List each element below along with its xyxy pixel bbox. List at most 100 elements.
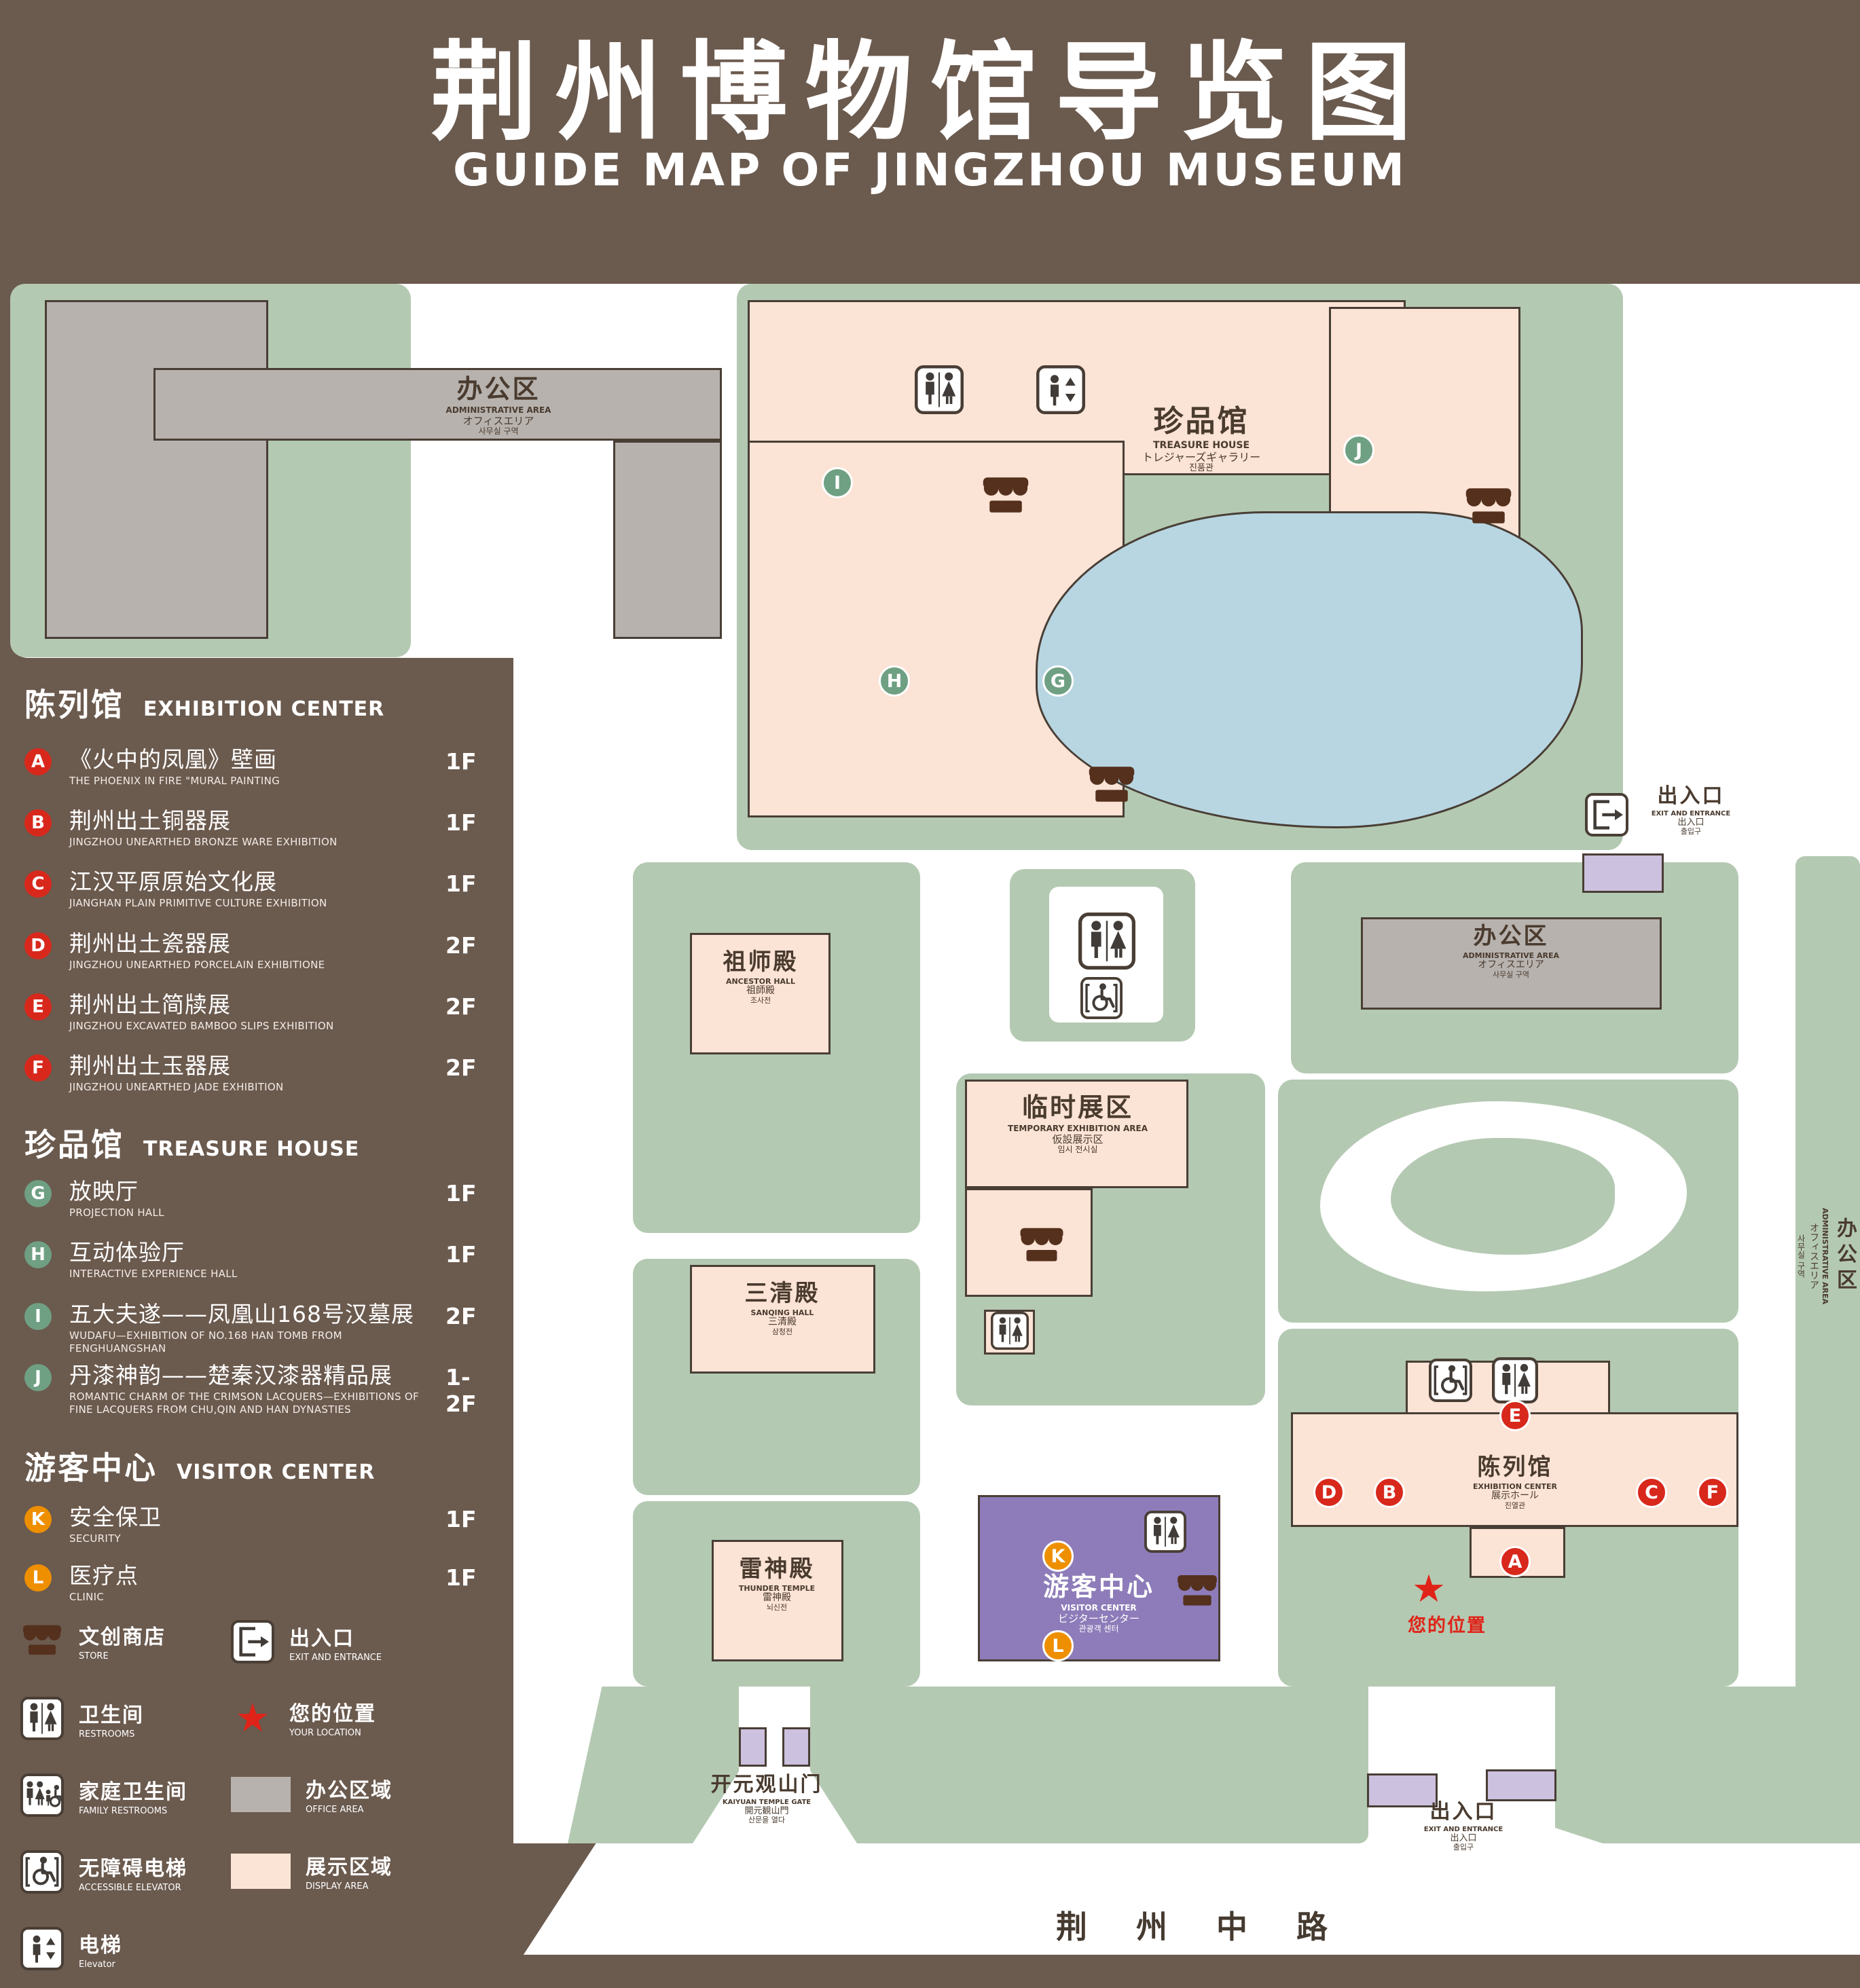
elevator-icon — [20, 1927, 64, 1970]
legend-section-visitor-center: 游客中心 VISITOR CENTER — [24, 1450, 376, 1486]
display-area-swatch — [231, 1853, 291, 1889]
restroom-icon — [915, 365, 964, 414]
building-temporary-exhibition-upper — [965, 1080, 1188, 1188]
building-sanqing-hall — [690, 1265, 875, 1374]
family-restroom-icon — [20, 1773, 64, 1817]
map-marker-g: G — [1042, 665, 1074, 697]
elevator-icon — [1036, 365, 1085, 414]
legend-section-treasure-house: 珍品馆 TREASURE HOUSE — [24, 1126, 360, 1163]
gate-label: 开元观山门 KAIYUAN TEMPLE GATE 開元観山門 산문을 열다 — [710, 1773, 823, 1825]
admin-top-left-label: 办公区 ADMINISTRATIVE AREA オフィスエリア 사무실 구역 — [445, 374, 551, 437]
admin-far-right-label: 办公区 ADMINISTRATIVE AREA オフィスエリア 사무실 구역 — [1796, 1207, 1857, 1304]
legend-key-badge: J — [24, 1364, 52, 1391]
building-admin-top-left-wing — [45, 300, 268, 639]
map-marker-b: B — [1374, 1477, 1405, 1508]
store-icon — [1175, 1573, 1220, 1610]
restroom-icon — [1078, 913, 1135, 970]
map-marker-d: D — [1313, 1477, 1345, 1508]
road-label: 荆 州 中 路 — [1055, 1909, 1347, 1945]
right-exit-block — [1582, 853, 1664, 893]
exhibition-center-label: 陈列馆 EXHIBITION CENTER 展示ホール 진열관 — [1472, 1454, 1558, 1511]
map-marker-e: E — [1499, 1400, 1531, 1431]
legend-key-badge: I — [24, 1303, 52, 1330]
map-marker-c: C — [1636, 1477, 1667, 1508]
treasure-house-label: 珍品馆 TREASURE HOUSE トレジャーズギャラリー 진품관 — [1142, 404, 1261, 474]
park-strip-bottom-center — [810, 1687, 1368, 1843]
legend-key-badge: E — [24, 993, 52, 1020]
your-location-star-icon: ★ — [1411, 1567, 1446, 1611]
legend-key-badge: L — [24, 1564, 52, 1591]
legend-section-exhibition-center: 陈列馆 EXHIBITION CENTER — [24, 686, 385, 723]
exit-icon — [1585, 793, 1628, 836]
park-area-far-right — [1795, 856, 1860, 1718]
map-marker-k: K — [1042, 1541, 1074, 1572]
admin-right-label: 办公区 ADMINISTRATIVE AREA オフィスエリア 사무실 구역 — [1462, 923, 1560, 980]
legend-key-badge: B — [24, 809, 52, 836]
bottom-exit-block-left — [1367, 1773, 1438, 1807]
gate-pillar-right — [782, 1727, 810, 1767]
map-marker-j: J — [1343, 435, 1374, 466]
restroom-icon — [20, 1697, 64, 1740]
gate-pillar-left — [739, 1727, 767, 1767]
ancestor-hall-label: 祖师殿 ANCESTOR HALL 祖師殿 조사전 — [723, 949, 799, 1006]
poster-title-chinese: 荆州博物馆导览图 — [430, 31, 1430, 155]
bottom-exit-label: 出入口 EXIT AND ENTRANCE 出入口 출입구 — [1423, 1800, 1503, 1852]
map-marker-h: H — [879, 665, 910, 697]
building-thunder-temple — [712, 1540, 843, 1661]
garden-island — [1391, 1138, 1615, 1255]
office-area-swatch — [231, 1776, 291, 1812]
map-marker-a: A — [1499, 1546, 1531, 1577]
map-marker-i: I — [822, 467, 853, 498]
restroom-icon — [991, 1312, 1029, 1350]
restroom-icon — [1492, 1357, 1538, 1403]
visitor-center-label: 游客中心 VISITOR CENTER ビジターセンター 관광객 센터 — [1042, 1572, 1155, 1634]
accessible-elevator-icon — [1429, 1359, 1472, 1402]
legend-key-badge: C — [24, 870, 52, 898]
temporary-exhibition-label: 临时展区 TEMPORARY EXHIBITION AREA 仮設展示区 임시 … — [1008, 1092, 1148, 1155]
bottom-exit-block-right — [1486, 1769, 1556, 1801]
thunder-temple-label: 雷神殿 THUNDER TEMPLE 雷神殿 뇌신전 — [738, 1556, 816, 1613]
accessible-elevator-icon — [1080, 977, 1123, 1019]
building-exhibition-center-main — [1291, 1412, 1738, 1527]
store-icon — [1017, 1226, 1066, 1266]
building-admin-right — [1361, 917, 1662, 1010]
poster-title-english: GUIDE MAP OF JINGZHOU MUSEUM — [453, 144, 1407, 196]
exit-icon — [231, 1620, 274, 1663]
legend-key-badge: H — [24, 1241, 52, 1268]
building-treasure-house-east-wing — [1329, 307, 1520, 549]
your-location-label: 您的位置 — [1408, 1615, 1487, 1636]
map-marker-l: L — [1042, 1630, 1074, 1661]
legend-key-badge: D — [24, 932, 52, 959]
building-ancestor-hall — [690, 933, 831, 1054]
legend-key-badge: A — [24, 748, 52, 775]
legend-key-badge: G — [24, 1180, 52, 1207]
store-icon — [1086, 764, 1137, 807]
store-icon — [980, 475, 1032, 518]
map-marker-f: F — [1697, 1477, 1728, 1508]
park-strip-bottom-right — [1555, 1687, 1860, 1843]
building-admin-top-left-stub — [613, 441, 722, 639]
legend-key-badge: K — [24, 1506, 52, 1533]
right-exit-label: 出入口 EXIT AND ENTRANCE 出入口 출입구 — [1651, 784, 1731, 836]
location-star-icon: ★ — [235, 1694, 270, 1741]
